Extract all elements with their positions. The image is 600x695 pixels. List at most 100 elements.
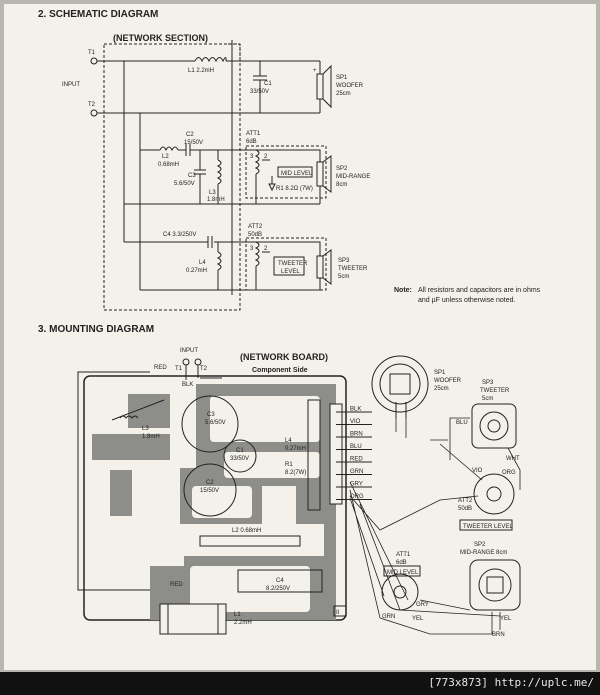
mount-tweeter-level-tag	[459, 519, 513, 531]
mount-c4-label: C4	[276, 578, 284, 584]
mid-level-tag	[277, 166, 313, 178]
sp3-name: TWEETER	[338, 266, 368, 272]
l1-label: L1 2.2mH	[188, 68, 214, 74]
mount-c3-value: 5.6/50V	[205, 420, 226, 426]
terminal-wire-label: RED	[350, 457, 363, 463]
mid-level-label: MID LEVEL	[281, 171, 313, 177]
l2-footprint	[199, 535, 301, 547]
mount-att1	[381, 573, 419, 611]
mount-sp1-size: 25cm	[434, 386, 449, 392]
c4-label: C4 3.3/250V	[163, 232, 196, 238]
mount-wht-label: WHT	[506, 456, 520, 462]
mount-l4-label: L4	[285, 438, 292, 444]
c3-label: C3	[188, 173, 196, 179]
tweeter-level-label-1: TWEETER	[278, 261, 308, 267]
c2-capacitor	[178, 144, 206, 156]
mount-sp2-midrange	[469, 559, 521, 611]
svg-text:+: +	[313, 68, 317, 74]
c2-label: C2	[186, 132, 194, 138]
mount-mid-level-tag	[383, 565, 421, 577]
board-subtitle: Component Side	[252, 367, 308, 374]
mount-att2-label: ATT2	[458, 498, 473, 504]
c1-label: C1	[264, 81, 272, 87]
mount-l3-value: 1.8mH	[142, 434, 160, 440]
mount-sp3-tweeter	[471, 403, 517, 449]
mount-input-label: INPUT	[180, 348, 198, 354]
c1-capacitor	[253, 61, 267, 113]
sp3-cone	[322, 249, 332, 285]
sp1-size: 25cm	[336, 91, 351, 97]
input-label: INPUT	[62, 82, 80, 88]
feed-lines	[123, 40, 233, 295]
mount-sp3-size: 5cm	[482, 396, 493, 402]
l4-value: 0.27mH	[186, 268, 207, 274]
mount-c3-label: C3	[207, 412, 215, 418]
tweeter-level-label-2: LEVEL	[281, 269, 300, 275]
mount-att2	[473, 473, 515, 515]
sp3-label: SP3	[338, 258, 350, 264]
mount-mid-level: MID LEVEL	[387, 570, 419, 576]
network-section-box-top	[104, 43, 241, 62]
mid-return	[124, 150, 320, 205]
l3-footprint	[111, 399, 165, 421]
sp1-label: SP1	[336, 75, 348, 81]
c1-footprint	[223, 439, 257, 473]
mount-grn-label: GRN	[382, 614, 395, 620]
tweeter-level-tag	[273, 256, 305, 276]
l2-value: 0.68mH	[158, 162, 179, 168]
note-bold: Note:	[394, 287, 412, 294]
mount-t1-terminal	[182, 358, 190, 366]
input-wires	[77, 365, 222, 591]
mount-sp1-woofer	[371, 355, 429, 413]
l4-label: L4	[199, 260, 206, 266]
c3-footprint	[181, 395, 239, 453]
l3-label: L3	[209, 190, 216, 196]
c3-capacitor	[194, 150, 206, 204]
svg-text:3: 3	[250, 154, 254, 160]
mount-l3-label: L3	[142, 426, 149, 432]
sp2-name: MID-RANGE	[336, 174, 370, 180]
footer-bar: [773x873] http://uplc.me/	[0, 672, 600, 695]
terminal-strip	[329, 403, 343, 505]
mount-blk-label: BLK	[182, 382, 193, 388]
footer-caption: [773x873] http://uplc.me/	[428, 676, 594, 689]
svg-text:2: 2	[264, 246, 268, 252]
board-title: (NETWORK BOARD)	[240, 352, 328, 362]
mount-att2-value: 50dB	[458, 506, 472, 512]
c2-footprint	[183, 463, 237, 517]
att2-autotransformer	[242, 241, 270, 290]
l3-value: 1.8mH	[207, 197, 225, 203]
sp2-cone	[322, 155, 332, 193]
mount-sp1-label: SP1	[434, 370, 446, 376]
mount-t2-terminal	[194, 358, 202, 366]
terminal-wire-label: VIO	[350, 419, 361, 425]
mount-blu-label: BLU	[456, 420, 468, 426]
svg-text:2: 2	[264, 154, 268, 160]
mount-red-wire-label: RED	[170, 582, 183, 588]
t2-terminal	[90, 109, 98, 117]
sp2-magnet	[316, 161, 324, 187]
att1-label: ATT1	[246, 131, 261, 137]
mount-sp3-label: SP3	[482, 380, 494, 386]
l4-coil	[216, 242, 222, 290]
mount-sp3-name: TWEETER	[480, 388, 510, 394]
r1-label: R1 8.2Ω (7W)	[276, 186, 313, 192]
terminal-wire-label: BRN	[350, 432, 363, 438]
sp3-magnet	[316, 255, 324, 279]
mount-tweeter-level: TWEETER LEVEL	[463, 524, 513, 530]
mount-sp2-name: MID-RANGE 8cm	[460, 550, 507, 556]
sp1-magnet	[316, 73, 324, 100]
mount-c1-label: C1	[236, 448, 244, 454]
t2-label: T2	[88, 102, 96, 108]
terminal-wire-label: BLU	[350, 444, 362, 450]
svg-text:3: 3	[250, 246, 254, 252]
diagram-canvas: 2. SCHEMATIC DIAGRAM (NETWORK SECTION) I…	[38, 9, 541, 638]
c4-footprint	[237, 569, 323, 593]
mount-yel-label: YEL	[412, 616, 424, 622]
t1-terminal	[90, 57, 98, 65]
mount-c1-value: 33/50V	[230, 456, 249, 462]
note-line-1: All resistors and capacitors are in ohms	[418, 287, 541, 294]
c1-value: 33/50V	[250, 89, 269, 95]
network-section-label: (NETWORK SECTION)	[113, 33, 208, 43]
interconnect-wires	[349, 417, 521, 635]
